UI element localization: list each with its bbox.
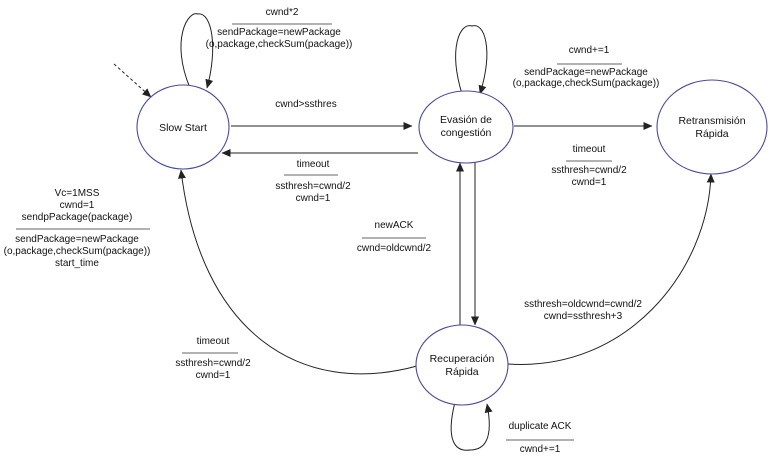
label-recup-to-retrans-action-1: ssthresh=oldcwnd=cwnd/2 bbox=[524, 299, 642, 310]
label-init-event-3: sendpPackage(package) bbox=[22, 212, 133, 223]
label-recuperacion-to-evasion: newACK cwnd=oldcwnd/2 bbox=[357, 220, 432, 254]
label-evasion-to-retrans-event: timeout bbox=[573, 144, 606, 155]
label-recup-self-action-1: cwnd+=1 bbox=[520, 444, 561, 455]
label-slow-self-event: cwnd*2 bbox=[266, 7, 299, 18]
label-evasion-to-slow-action-1: ssthresh=cwnd/2 bbox=[275, 181, 351, 192]
label-evasion-self-action-2: (o,package,checkSum(package)) bbox=[513, 78, 660, 89]
label-init-event-1: Vc=1MSS bbox=[55, 188, 100, 199]
slow-start-self-loop bbox=[180, 13, 214, 89]
label-initial-transition: Vc=1MSS cwnd=1 sendpPackage(package) sen… bbox=[4, 188, 151, 269]
label-evasion-self-event: cwnd+=1 bbox=[569, 45, 610, 56]
label-slow-to-evasion-event: cwnd>ssthres bbox=[275, 99, 336, 110]
label-recup-to-slow-action-1: ssthresh=cwnd/2 bbox=[175, 358, 251, 369]
label-evasion-to-slow-event: timeout bbox=[297, 159, 330, 170]
state-recuperacion-label-line2: Rápida bbox=[445, 366, 478, 378]
edge-recuperacion-to-retransmision bbox=[507, 173, 715, 365]
state-recuperacion-rapida[interactable]: Recuperación Rápida bbox=[415, 324, 509, 406]
label-recup-to-retrans-action-2: cwnd=ssthresh+3 bbox=[544, 311, 623, 322]
label-evasion-to-slow-action-2: cwnd=1 bbox=[296, 193, 331, 204]
state-retransmision-rapida[interactable]: Retransmisión Rápida bbox=[656, 79, 768, 175]
state-recuperacion-label-line1: Recuperación bbox=[430, 353, 495, 365]
recuperacion-self-loop bbox=[450, 401, 493, 451]
label-recuperacion-to-retransmision: ssthresh=oldcwnd=cwnd/2 cwnd=ssthresh+3 bbox=[524, 299, 642, 322]
label-evasion-to-retransmision: timeout ssthresh=cwnd/2 cwnd=1 bbox=[551, 144, 627, 188]
label-evasion-to-retrans-action-1: ssthresh=cwnd/2 bbox=[551, 165, 627, 176]
label-evasion-self-loop: cwnd+=1 sendPackage=newPackage (o,packag… bbox=[513, 45, 660, 89]
label-evasion-to-slow: timeout ssthresh=cwnd/2 cwnd=1 bbox=[275, 159, 351, 204]
label-evasion-self-action-1: sendPackage=newPackage bbox=[524, 67, 648, 78]
state-evasion-congestion[interactable]: Evasión de congestión bbox=[418, 90, 514, 164]
state-retransmision-label-line1: Retransmisión bbox=[678, 115, 745, 127]
state-slow-start[interactable]: Slow Start bbox=[136, 84, 230, 170]
label-recup-to-slow-action-2: cwnd=1 bbox=[196, 370, 231, 381]
label-recup-to-slow-event: timeout bbox=[197, 336, 230, 347]
state-slow-start-label: Slow Start bbox=[159, 122, 207, 134]
label-init-action-2: (o,package,checkSum(package)) bbox=[4, 246, 151, 257]
label-init-action-3: start_time bbox=[55, 258, 99, 269]
initial-arrow bbox=[113, 63, 152, 98]
label-recup-self-event: duplicate ACK bbox=[509, 421, 572, 432]
label-evasion-to-retrans-action-2: cwnd=1 bbox=[572, 177, 607, 188]
state-evasion-label-line1: Evasión de bbox=[440, 114, 492, 126]
label-recuperacion-self-loop: duplicate ACK cwnd+=1 bbox=[506, 421, 574, 455]
label-recup-to-evasion-event: newACK bbox=[375, 220, 414, 231]
state-retransmision-label-line2: Rápida bbox=[695, 128, 728, 140]
label-slow-self-loop: cwnd*2 sendPackage=newPackage (o,package… bbox=[206, 7, 353, 50]
label-init-event-2: cwnd=1 bbox=[60, 200, 95, 211]
label-slow-to-evasion: cwnd>ssthres bbox=[275, 99, 336, 110]
edge-recuperacion-to-slow bbox=[178, 169, 418, 375]
label-init-action-1: sendPackage=newPackage bbox=[15, 234, 139, 245]
label-recup-to-evasion-action-1: cwnd=oldcwnd/2 bbox=[357, 243, 432, 254]
label-recuperacion-to-slow: timeout ssthresh=cwnd/2 cwnd=1 bbox=[175, 336, 251, 381]
state-evasion-label-line2: congestión bbox=[441, 127, 492, 139]
label-slow-self-action-2: (o,package,checkSum(package)) bbox=[206, 39, 353, 50]
evasion-self-loop bbox=[455, 25, 488, 95]
label-slow-self-action-1: sendPackage=newPackage bbox=[217, 27, 341, 38]
